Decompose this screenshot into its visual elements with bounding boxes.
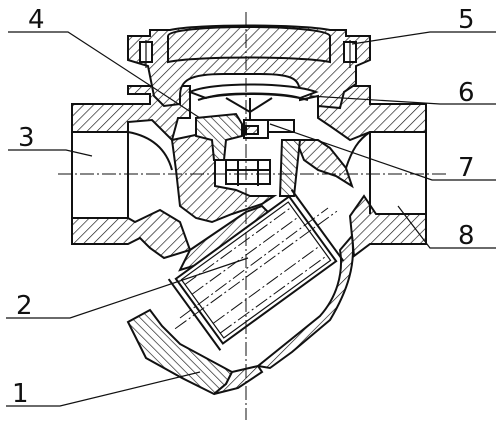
callout-8: 8 xyxy=(458,221,475,251)
leader-lines xyxy=(6,31,496,407)
callout-3: 3 xyxy=(18,123,35,153)
callout-5: 5 xyxy=(458,5,475,35)
center-lines xyxy=(58,12,446,420)
callout-7: 7 xyxy=(458,153,475,183)
callout-4: 4 xyxy=(28,5,45,35)
callout-labels: 4 5 6 3 7 8 2 1 xyxy=(12,5,475,409)
bimetal-element xyxy=(187,83,319,120)
callout-2: 2 xyxy=(16,291,33,321)
valve-body xyxy=(71,85,427,396)
top-cover xyxy=(127,24,371,110)
strainer-screen xyxy=(167,189,345,351)
callout-6: 6 xyxy=(458,78,475,108)
valve-seat xyxy=(195,112,302,197)
callout-1: 1 xyxy=(12,379,29,409)
pipe-openings xyxy=(71,131,427,218)
